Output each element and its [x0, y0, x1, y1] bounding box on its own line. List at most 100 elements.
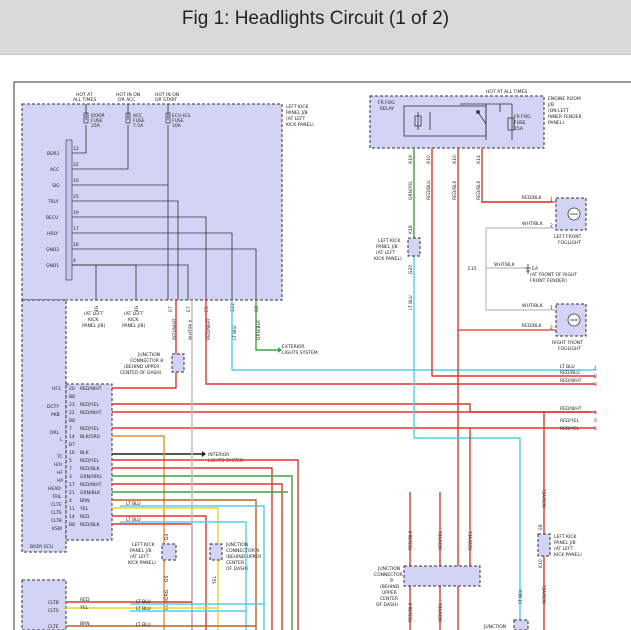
engine-room-label: ENGINE ROOM [548, 96, 581, 102]
fog-supply: HOT AT ALL TIMES [486, 89, 527, 95]
svg-text:3: 3 [594, 382, 597, 388]
fog-fuse-label: FR FOG [514, 114, 531, 120]
foglight-wire-label: RED/BLK [522, 195, 543, 201]
pin-label: GND1 [46, 263, 59, 269]
bottom-right-kick-pin: K10 [538, 559, 544, 568]
ground-label: PANEL J/B) [122, 323, 146, 329]
bottom-left-wire-label: BRN [80, 621, 90, 627]
pin-number: 17 [73, 226, 79, 232]
fuse-label: 10A [172, 123, 182, 129]
svg-text:16: 16 [69, 450, 75, 456]
svg-text:RED/BLU: RED/BLU [560, 370, 580, 376]
fuse-label: 25A [91, 123, 101, 129]
bottom-right-kick-label: LEFT KICK [554, 534, 577, 540]
ground-label: PANEL J/B) [82, 323, 106, 329]
left-foglight-label: LEFT FRONT [554, 234, 582, 240]
svg-text:CLTB: CLTB [51, 518, 62, 524]
svg-text:RED/WHT: RED/WHT [560, 406, 582, 412]
svg-text:23: 23 [69, 402, 75, 408]
svg-text:LT BLU: LT BLU [560, 364, 575, 370]
bottom-right-kick-pin: E8 [538, 524, 544, 530]
supply-label: HOT AT [76, 92, 93, 98]
pin-number: 12 [73, 146, 79, 152]
svg-text:CLTE: CLTE [51, 502, 62, 508]
supply-label: HOT IN ON [116, 92, 140, 98]
headlights-wiring-diagram: HOT AT ALL TIMES HOT IN ON OR ACC HOT IN… [13, 81, 631, 630]
svg-text:7: 7 [69, 466, 72, 472]
svg-text:1: 1 [594, 366, 597, 372]
lower-kick-label: LEFT KICK [132, 542, 155, 548]
ea-label: EA [532, 266, 539, 272]
left-foglight-label: FOGLIGHT [558, 240, 581, 246]
bottom-left-wire-label: LT BLU [136, 622, 151, 628]
junction-label: CONNECTOR 8 [130, 358, 163, 364]
lower-pin: BLK/ORG [164, 589, 170, 610]
svg-text:H/U: H/U [54, 462, 62, 468]
left-kick-panel-box [21, 103, 283, 301]
bottom-right-jc-label: (BEHIND [380, 584, 400, 590]
fuse-label: FUSE [91, 118, 103, 124]
panel-name: (AT LEFT [286, 116, 306, 122]
svg-text:RED/WHT: RED/WHT [80, 410, 102, 416]
svg-text:3: 3 [69, 474, 72, 480]
svg-text:HF: HF [57, 470, 63, 476]
foglight-pin: 2 [550, 325, 553, 331]
fog-relay-label: FR FOG [378, 100, 395, 106]
green-wire-exterior [255, 300, 278, 351]
pin-number: 22 [73, 162, 79, 168]
fog-pin: A10 [452, 155, 458, 164]
wire-label: RED/WHT [172, 318, 178, 340]
foglight-wires [458, 201, 556, 331]
svg-text:RED/YEL: RED/YEL [542, 584, 548, 604]
foglight-pin: 1 [550, 197, 553, 203]
body-ecu-box [21, 299, 67, 553]
svg-text:RED/BLK: RED/BLK [408, 529, 414, 550]
svg-text:B7: B7 [69, 442, 75, 448]
bottom-left-wire-label: LT BLU [136, 599, 151, 605]
bottom-left-box [21, 579, 67, 630]
svg-text:7: 7 [69, 426, 72, 432]
bottom-right-jc-label: 9 [390, 578, 393, 584]
bottom-left-wire-label: YEL [79, 605, 89, 611]
supply-label: ALL TIMES [73, 97, 96, 103]
svg-text:BLK: BLK [80, 450, 90, 456]
svg-text:TC: TC [56, 454, 63, 460]
pin-number: 4 [73, 258, 76, 264]
pin-number: 15 [73, 194, 79, 200]
svg-text:LT BLU: LT BLU [518, 589, 524, 604]
svg-text:GRN/BLK: GRN/BLK [80, 490, 101, 496]
pin-number: 19 [73, 210, 79, 216]
fog-pin: A10 [426, 155, 432, 164]
panel-name: PANEL J/B [286, 110, 308, 116]
fuse-symbols [83, 104, 171, 124]
bottom-right-kick-label: PANEL J/B [554, 540, 576, 546]
fog-pin: A14 [476, 155, 482, 164]
svg-text:DCTY: DCTY [47, 404, 59, 410]
svg-text:TAIL: TAIL [51, 494, 62, 500]
svg-text:RED/YEL: RED/YEL [560, 426, 580, 432]
bottom-left-wire-label: LT BLU [136, 606, 151, 612]
svg-text:CLTS: CLTS [51, 510, 62, 516]
bottom-right-jc-label: UPPER [382, 590, 397, 596]
ground-id: E15 [468, 266, 477, 272]
junction-label: CENTER OF DASH) [120, 370, 162, 376]
bottom-left-pin: CLTB [48, 600, 59, 606]
svg-text:B8: B8 [69, 394, 75, 400]
svg-text:RED/WHT: RED/WHT [80, 482, 102, 488]
jc9-label: OF DASH) [226, 566, 248, 572]
svg-text:RED/YEL: RED/YEL [560, 418, 580, 424]
left-panel-outgoing-wires [175, 300, 595, 630]
svg-text:B8: B8 [69, 522, 75, 528]
mid-wire-label: LT BLU [126, 501, 141, 507]
pin-label: BDR1 [47, 151, 60, 157]
arrow-icon [278, 347, 282, 353]
fuse-label: DOOR [91, 113, 105, 119]
svg-text:YEL: YEL [79, 506, 89, 512]
svg-text:22: 22 [69, 410, 75, 416]
fog-wire-label: GRN/YEL [408, 180, 414, 200]
svg-text:11: 11 [69, 506, 75, 512]
svg-text:RED/YEL: RED/YEL [80, 402, 100, 408]
panel-name: KICK PANEL) [286, 122, 314, 128]
svg-text:RED: RED [80, 514, 90, 520]
ecu-connector-column [65, 139, 73, 281]
